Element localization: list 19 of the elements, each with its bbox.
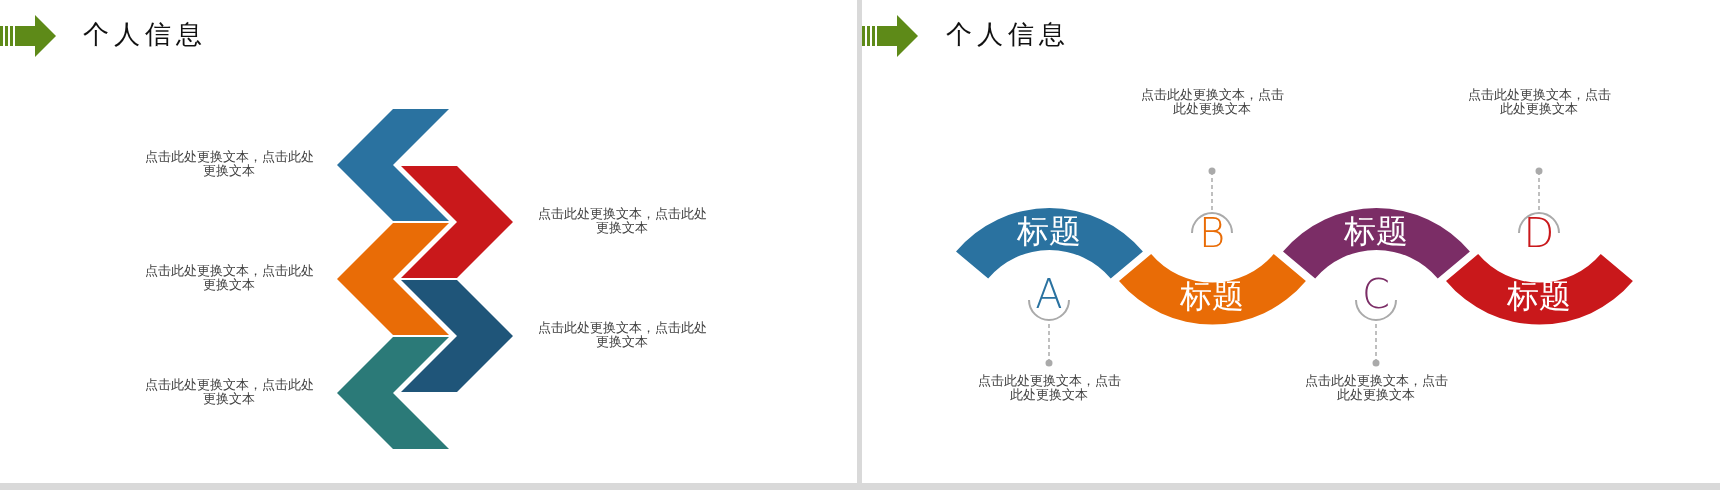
- description-text: 点击此处更换文本，点击此处更换文本: [143, 378, 315, 406]
- slide-title: 个人信息: [83, 19, 207, 49]
- arc-band: 标题: [1118, 254, 1306, 325]
- arc-band: 标题: [1445, 254, 1633, 325]
- description-text: 点击此处更换文本，点击此处更换文本: [536, 207, 708, 235]
- description-text: 点击此处更换文本，点击此处更换文本: [1137, 88, 1287, 116]
- description-text: 点击此处更换文本，点击此处更换文本: [143, 264, 315, 292]
- description-text: 点击此处更换文本，点击此处更换文本: [536, 321, 708, 349]
- description-text: 点击此处更换文本，点击此处更换文本: [974, 374, 1124, 402]
- chevron-shape: [337, 109, 449, 221]
- description-text: 点击此处更换文本，点击此处更换文本: [1464, 88, 1614, 116]
- chevron-shape: [401, 280, 513, 392]
- description-text: 点击此处更换文本，点击此处更换文本: [1301, 374, 1451, 402]
- chevron-shape: [337, 223, 449, 335]
- slide-title: 个人信息: [946, 19, 1070, 49]
- description-text: 点击此处更换文本，点击此处更换文本: [143, 150, 315, 178]
- chevron-shape: [337, 337, 449, 449]
- chevron-shape: [401, 166, 513, 278]
- arc-band: 标题: [955, 208, 1143, 279]
